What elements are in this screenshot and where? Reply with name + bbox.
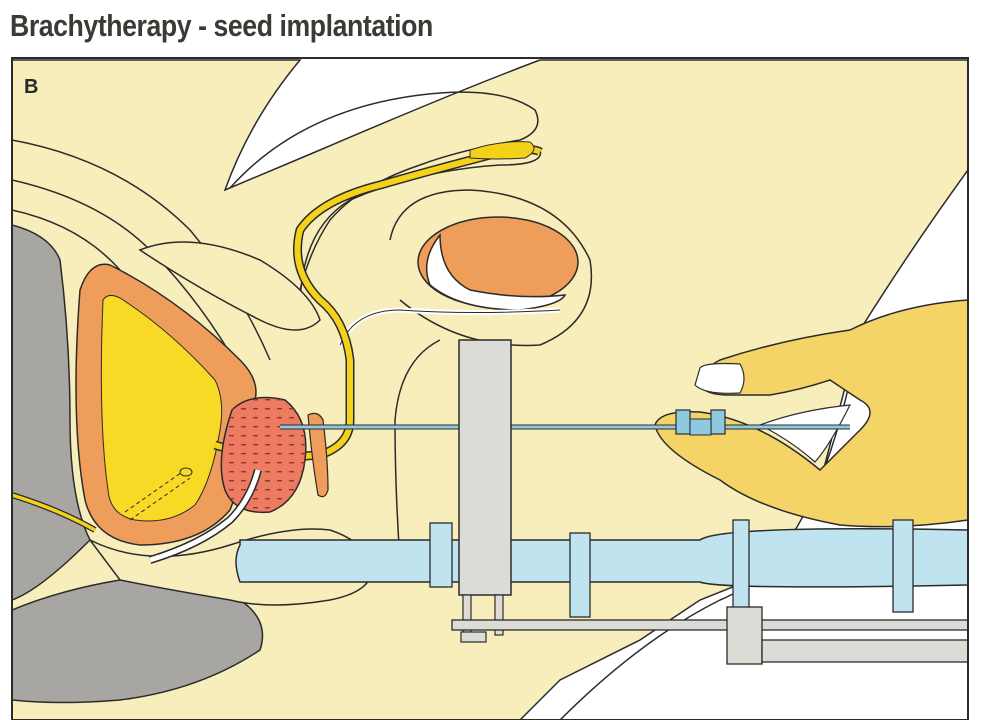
tissue-contour-3 xyxy=(12,209,121,271)
spermatic-cord-outline xyxy=(339,309,561,346)
fingernail xyxy=(694,362,745,394)
probe-ring-2 xyxy=(569,532,591,618)
stepper-rail xyxy=(451,619,968,631)
hand-gap xyxy=(758,404,852,463)
page-title: Brachytherapy - seed implantation xyxy=(10,8,433,43)
glans-urethra xyxy=(469,141,535,160)
catheter-tip xyxy=(179,467,193,477)
catheter-line-fill xyxy=(12,493,96,532)
seminal-vesicle xyxy=(307,412,329,498)
stepper-base xyxy=(761,639,968,663)
probe-ring-3 xyxy=(732,519,750,609)
template-grid xyxy=(458,339,512,596)
template-foot xyxy=(460,631,487,643)
coccyx-bone xyxy=(12,579,264,704)
penis-outline xyxy=(229,91,539,291)
catheter-balloon-icon xyxy=(124,469,191,521)
pubic-ramus xyxy=(138,241,321,331)
rectal-wall-fill xyxy=(149,469,261,563)
bladder-urine xyxy=(100,294,223,522)
hand xyxy=(654,299,968,528)
probe-ring-1 xyxy=(429,522,453,588)
epididymis xyxy=(425,232,567,311)
needle-hub-2 xyxy=(710,409,726,435)
probe-ring-4 xyxy=(892,519,914,613)
sacrum-bone xyxy=(12,224,91,601)
panel-frame xyxy=(11,57,969,720)
panel-label: B xyxy=(24,76,39,98)
needle-hub-connector xyxy=(689,418,712,436)
perineum-contour xyxy=(394,339,441,561)
template-leg-2 xyxy=(494,594,504,636)
needle-hub-1 xyxy=(675,409,691,435)
stepper-block xyxy=(726,606,763,665)
